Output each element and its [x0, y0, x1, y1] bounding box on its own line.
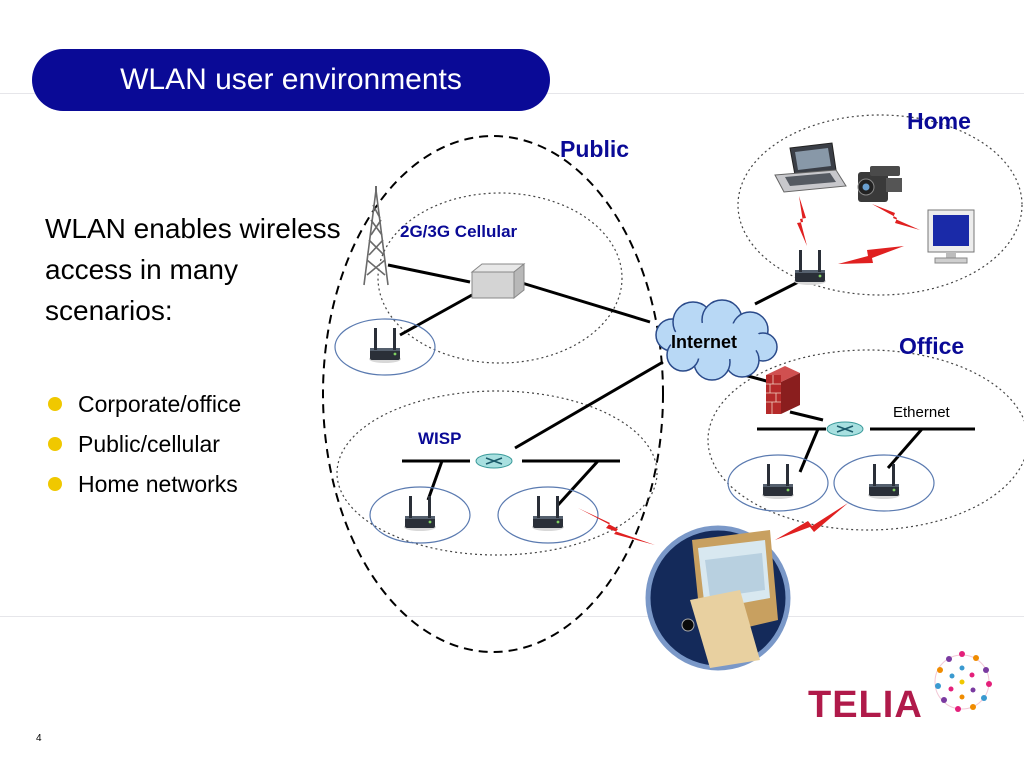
title-bar: WLAN user environments [32, 49, 550, 111]
camcorder-icon [857, 166, 902, 202]
lightning-icon [578, 196, 920, 545]
label-office: Office [899, 333, 964, 359]
label-wisp: WISP [418, 429, 461, 448]
bullet-item: Corporate/office [48, 384, 241, 424]
page-number: 4 [36, 733, 42, 744]
bullet-text: Corporate/office [78, 391, 242, 417]
access-point-icon [334, 318, 436, 376]
bullet-dot-icon [48, 397, 62, 411]
monitor-icon [927, 209, 975, 264]
public-zone [322, 135, 664, 653]
office-zone [707, 349, 1024, 531]
slide-title: WLAN user environments [120, 63, 462, 96]
network-links [387, 263, 975, 507]
cell-tower-icon [363, 186, 389, 286]
telia-logo: TELIA [808, 651, 992, 726]
label-public: Public [560, 136, 629, 162]
cellular-zone [377, 192, 623, 364]
bullet-text: Home networks [78, 471, 238, 497]
access-point-icon [794, 250, 826, 285]
bullet-item: Public/cellular [48, 424, 241, 464]
bullet-text: Public/cellular [78, 431, 220, 457]
access-point-icon [497, 486, 599, 544]
internet-cloud [655, 299, 778, 381]
bullet-list: Corporate/office Public/cellular Home ne… [48, 384, 241, 504]
bullet-dot-icon [48, 437, 62, 451]
footer-rule [0, 616, 1024, 617]
access-point-icon [727, 454, 829, 512]
network-hub-icon [826, 421, 864, 437]
laptop-icon [774, 142, 847, 193]
label-home: Home [907, 108, 971, 134]
network-hub-icon [475, 453, 513, 469]
pda-photo-icon [645, 525, 791, 671]
access-point-icon [833, 454, 935, 512]
access-point-icon [369, 486, 471, 544]
logo-text: TELIA [808, 684, 923, 726]
firewall-icon [766, 366, 800, 414]
label-internet: Internet [671, 332, 737, 352]
intro-text: WLAN enables wireless access in many sce… [45, 213, 341, 326]
logo-dots-icon [934, 651, 992, 712]
label-cellular: 2G/3G Cellular [400, 222, 518, 241]
bullet-dot-icon [48, 477, 62, 491]
wisp-zone [336, 390, 658, 556]
label-ethernet: Ethernet [893, 404, 951, 421]
router-box-icon [470, 262, 526, 300]
home-zone [737, 114, 1023, 296]
bullet-item: Home networks [48, 464, 241, 504]
